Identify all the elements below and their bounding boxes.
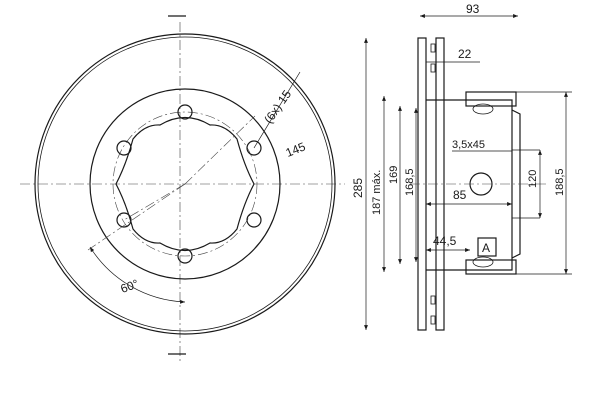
angle-label: 60°	[119, 277, 141, 296]
stud-hole-top	[472, 103, 494, 115]
side-view: 93 22 285 187 máx. 169 168,5 120 188,5 3…	[351, 2, 572, 331]
hat-body	[426, 99, 513, 271]
front-view: 60° (6x) 15 145	[20, 15, 345, 362]
pcd-label: 145	[284, 139, 308, 160]
dim-169-label: 169	[388, 166, 400, 184]
chamfer-label: 3,5x45	[452, 139, 485, 151]
cooling-vents	[430, 43, 436, 325]
bolt-hole-5	[116, 212, 132, 228]
hat-top-flange	[465, 91, 517, 107]
bolt-holes	[116, 104, 262, 264]
angle-dimension-arc	[89, 246, 186, 304]
hole-leader	[253, 71, 301, 149]
radial-line-angle	[87, 183, 186, 251]
friction-ring-inner-edge	[89, 88, 281, 280]
radial-line-lower	[123, 183, 186, 221]
stud-hole-bottom	[472, 256, 494, 268]
disc-outer-edge	[34, 33, 336, 335]
pcd-circle	[112, 111, 258, 257]
radial-line-upper	[184, 115, 256, 185]
dim-168-label: 168,5	[404, 168, 416, 196]
hole-spec-label: (6x) 15	[261, 87, 294, 126]
dim-44-label: 44,5	[433, 234, 457, 248]
hub-center-bore	[115, 116, 255, 252]
bolt-hole-2	[246, 140, 262, 156]
bolt-hole-3	[246, 212, 262, 228]
disc-outer-chamfer	[37, 36, 333, 332]
dim-22-label: 22	[458, 47, 472, 61]
bolt-hole-6	[116, 140, 132, 156]
hat-bottom-flange	[465, 259, 517, 275]
dim-285-label: 285	[351, 178, 365, 198]
dim-188-label: 188,5	[554, 168, 566, 196]
dim-93-label: 93	[466, 2, 480, 16]
datum-box	[477, 237, 497, 257]
dim-120-label: 120	[527, 170, 539, 188]
bolt-hole-1	[177, 104, 193, 120]
dim-85-label: 85	[453, 188, 467, 202]
datum-label: A	[482, 241, 490, 255]
dim-187-label: 187 máx.	[371, 170, 383, 215]
